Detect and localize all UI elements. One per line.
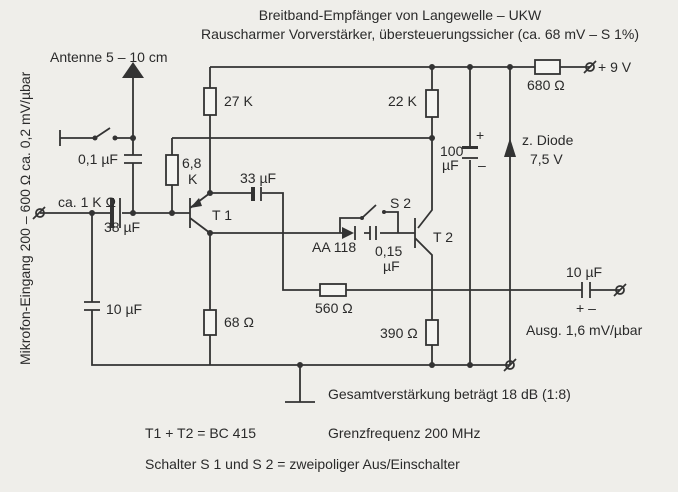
supply-rail [210,59,597,75]
resistor-68 [203,309,217,336]
antenna-icon [122,62,144,78]
c100-label: 100 [440,143,464,159]
c100-minus: – [478,157,486,173]
ground-icon [297,362,303,368]
zener-label: z. Diode [522,132,574,148]
resistor-22k [425,89,439,118]
zener-diode-icon [504,138,516,157]
c38-label: 38 µF [104,219,140,235]
r68-label: 68 Ω [224,314,254,330]
c10out-polarity: + – [576,300,596,316]
c01-label: 0,1 µF [78,151,118,167]
t1-label: T 1 [212,207,232,223]
r1k-label: ca. 1 K Ω [58,194,116,210]
r27k-label: 27 K [224,93,253,109]
c33-label: 33 µF [240,170,276,186]
r6k8-unit: K [188,171,198,187]
subtitle: Rauscharmer Vorverstärker, übersteuerung… [201,26,639,42]
title: Breitband-Empfänger von Langewelle – UKW [259,7,542,23]
c10out-label: 10 µF [566,264,602,280]
resistor-390 [425,319,439,346]
transistor-note: T1 + T2 = BC 415 [145,425,256,441]
resistor-6k8 [165,154,179,186]
resistor-27k [203,87,217,116]
gain-note: Gesamtverstärkung beträgt 18 dB (1:8) [328,386,571,402]
cutoff-note: Grenzfrequenz 200 MHz [328,425,481,441]
zener-voltage: 7,5 V [530,151,563,167]
input-terminal [35,208,45,218]
t2-label: T 2 [433,229,453,245]
antenna-label: Antenne 5 – 10 cm [50,49,168,65]
c100-plus: + [476,127,484,143]
input-label: Mikrofon-Eingang 200 – 600 Ω ca. 0,2 mV/… [17,71,33,365]
supply-label: + 9 V [598,59,632,75]
transistor-t2 [414,218,433,365]
capacitor-38uf [110,198,114,228]
resistor-680 [534,59,561,75]
r390-label: 390 Ω [380,325,418,341]
diode-label: AA 118 [312,239,356,255]
c100-unit: µF [442,157,459,173]
r680-label: 680 Ω [527,77,565,93]
capacitor-100uf [462,146,478,149]
capacitor-0-1uf [124,154,142,164]
c015-unit: µF [383,258,400,274]
capacitor-10uf-out [581,282,591,298]
switch-s2 [339,204,399,233]
c10in-label: 10 µF [106,301,142,317]
r560-label: 560 Ω [315,300,353,316]
resistor-560 [319,283,347,297]
c015-label: 0,15 [375,243,402,259]
output-label: Ausg. 1,6 mV/µbar [526,322,643,338]
s2-label: S 2 [390,195,411,211]
r22k-label: 22 K [388,93,417,109]
switch-note: Schalter S 1 und S 2 = zweipoliger Aus/E… [145,456,460,472]
r6k8-label: 6,8 [182,155,202,171]
transistor-t1 [189,190,213,236]
diode-aa118-icon [342,227,354,239]
capacitor-33uf [251,187,255,201]
output-terminal [615,285,625,295]
capacitor-10uf-in [84,301,100,311]
